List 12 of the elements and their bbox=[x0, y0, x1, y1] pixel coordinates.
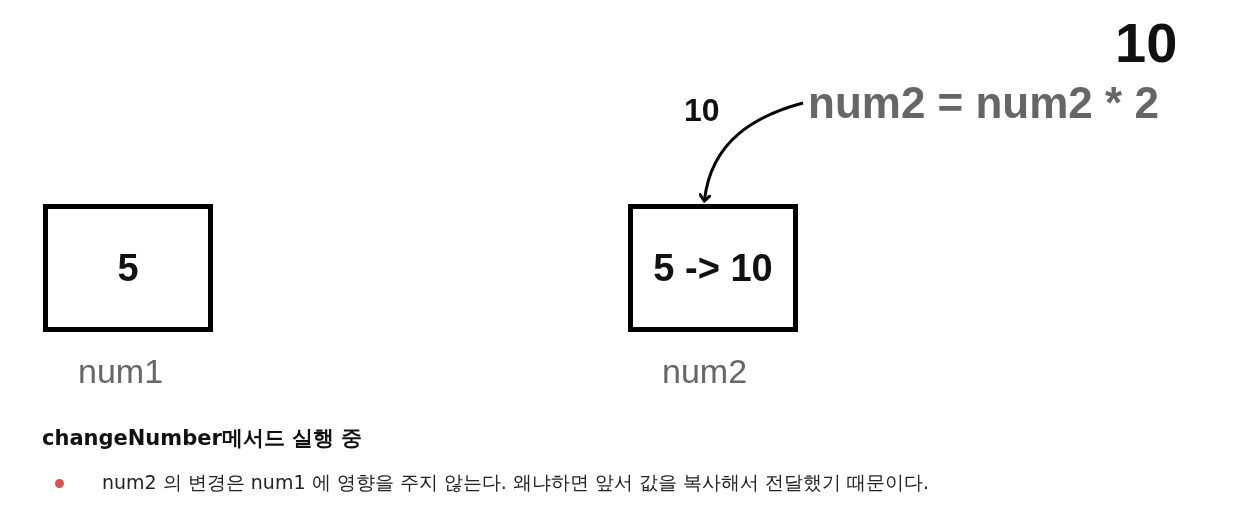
variable-name: num2 bbox=[662, 352, 748, 391]
bullet-text: num2 의 변경은 num1 에 영향을 주지 않는다. 왜냐하면 앞서 값을 복사해서 전달했기 때문이다. bbox=[102, 470, 929, 495]
value-box bbox=[628, 204, 798, 332]
curved-arrow bbox=[698, 101, 804, 203]
variable-name: num1 bbox=[78, 352, 164, 391]
result-value: 10 bbox=[1115, 10, 1178, 75]
section-heading: changeNumber메서드 실행 중 bbox=[42, 425, 363, 452]
value-text: 5 bbox=[117, 246, 139, 290]
value-text: 5 -> 10 bbox=[653, 246, 773, 290]
code-text: num2 = num2 * 2 bbox=[808, 78, 1159, 128]
edge-label: 10 bbox=[684, 92, 720, 129]
value-box bbox=[43, 204, 213, 332]
